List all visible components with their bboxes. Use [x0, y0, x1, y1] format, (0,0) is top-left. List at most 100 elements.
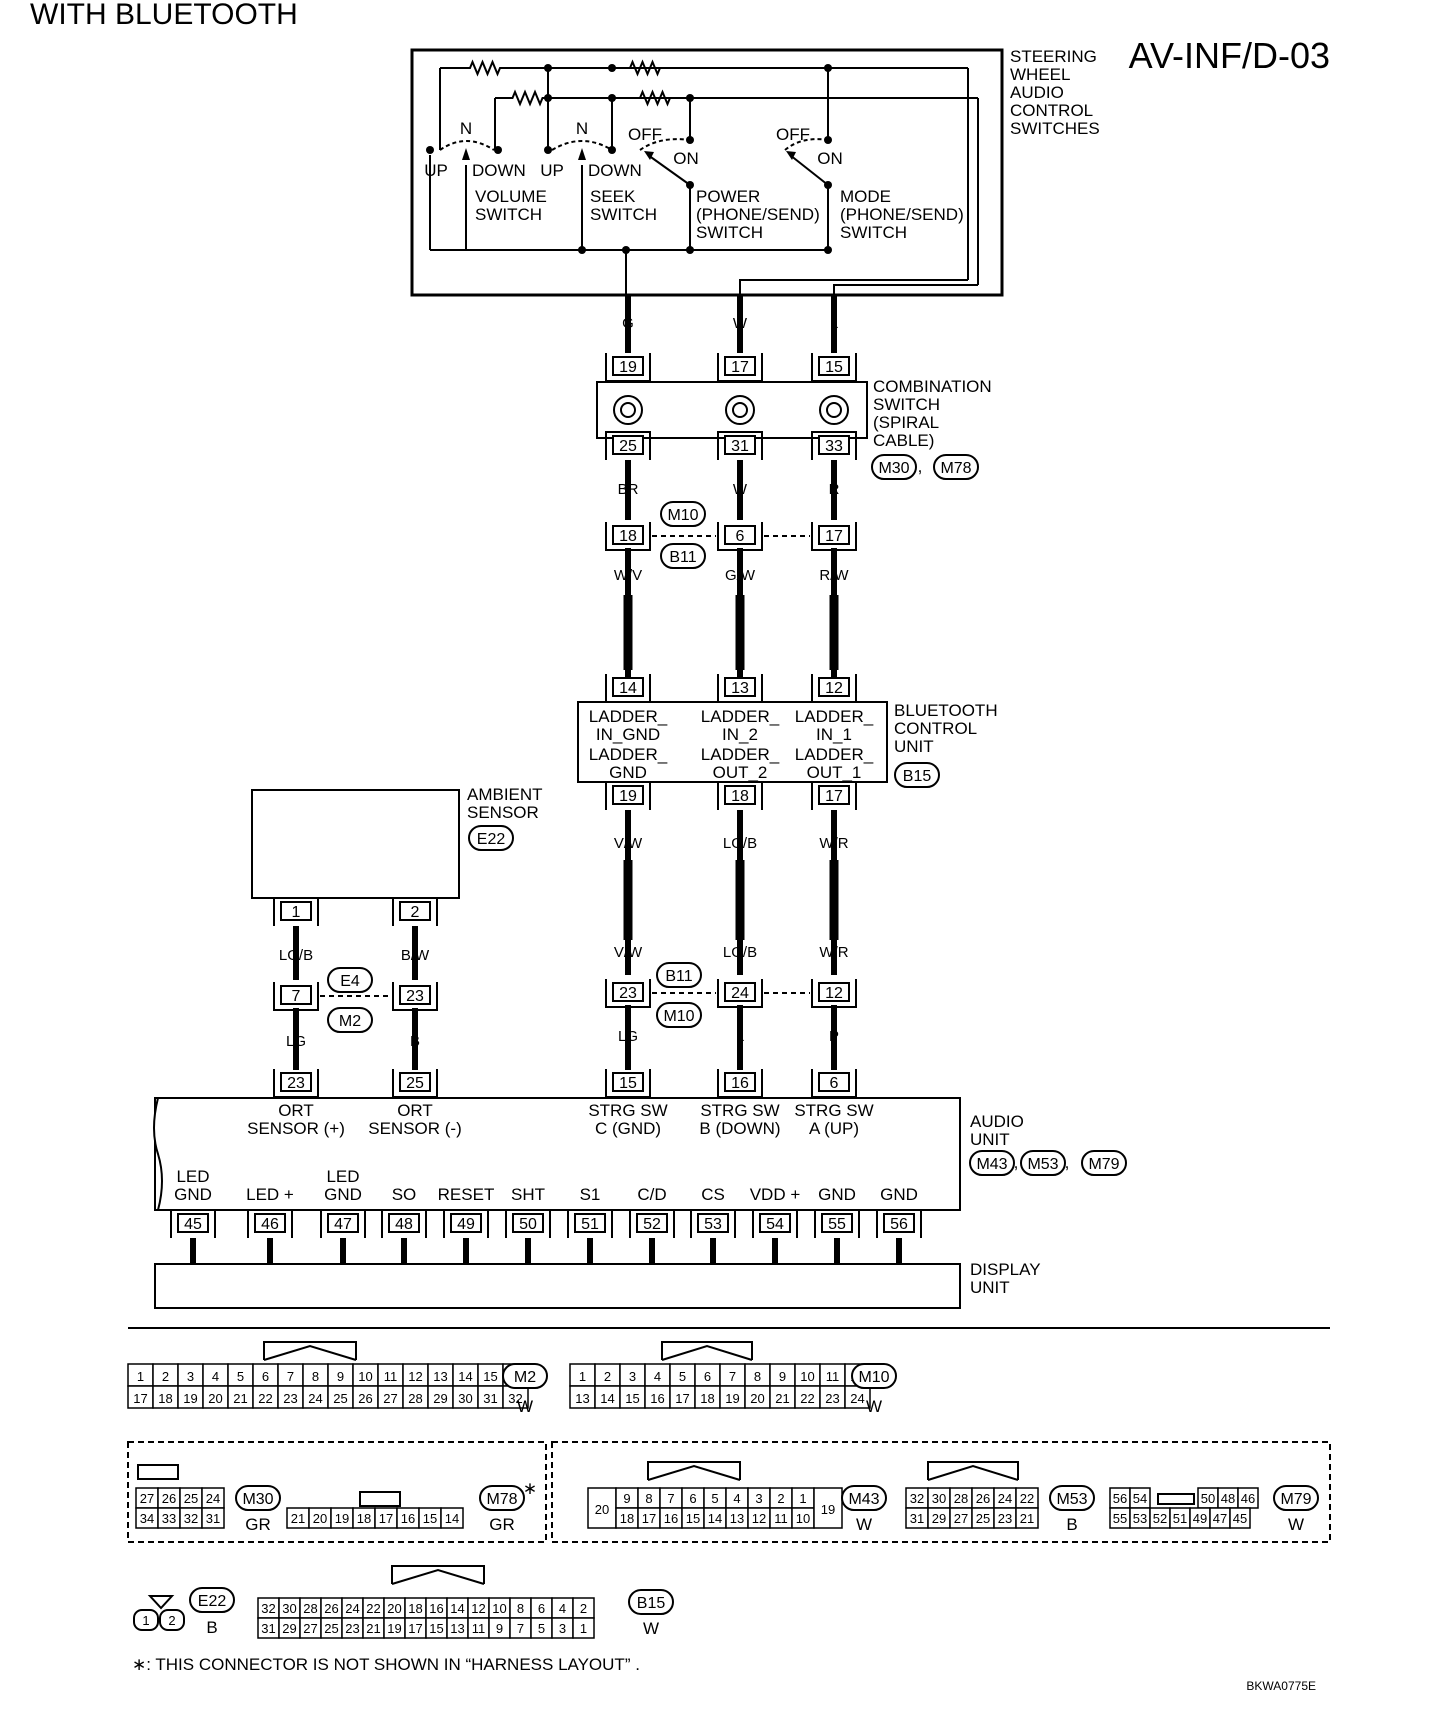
connector-group-frame [551, 1441, 1331, 1543]
connector-id-badge [933, 454, 979, 480]
bluetooth-pin-label: LADDER_ [701, 745, 780, 764]
wire-color: V/W [614, 835, 643, 852]
power-switch-arc [639, 138, 691, 151]
footnote: ∗: THIS CONNECTOR IS NOT SHOWN IN “HARNE… [132, 1655, 640, 1674]
pin-box [612, 785, 644, 805]
connector-color: B [1066, 1515, 1077, 1534]
connector-id: M79 [1280, 1491, 1311, 1508]
cavity-number: 9 [337, 1369, 344, 1384]
volume-switch-arrow [462, 148, 470, 160]
terminal-bracket [392, 897, 438, 926]
cavity-number: 19 [387, 1621, 401, 1636]
wire-color: W/R [819, 944, 848, 961]
connector-id: E22 [477, 831, 506, 848]
cavity-number: 2 [604, 1369, 611, 1384]
cavity-number: 3 [559, 1621, 566, 1636]
seek-switch-arc [551, 140, 613, 151]
bluetooth-pin-label: IN_1 [816, 725, 852, 744]
audio-pin-label: SHT [511, 1185, 545, 1204]
connector-id-badge [841, 1485, 887, 1511]
footnote-star: ∗ [523, 1479, 537, 1498]
pin-box [280, 901, 312, 921]
mode-switch-arc [784, 138, 829, 151]
connector-cavity [1015, 1507, 1039, 1529]
cavity-number: 5 [711, 1491, 718, 1506]
cavity-number: 27 [954, 1511, 968, 1526]
connector-id-badge [1081, 1150, 1127, 1176]
cavity-number: 2 [162, 1369, 169, 1384]
pin-box [450, 1213, 482, 1233]
resistor [495, 89, 560, 107]
pin-number: 48 [395, 1216, 413, 1233]
seek-down-label: DOWN [588, 161, 642, 180]
audio-pin-label: STRG SW [794, 1101, 873, 1120]
connector-latch [927, 1464, 1019, 1481]
pin-number: 19 [619, 788, 637, 805]
cavity-number: 7 [729, 1369, 736, 1384]
cavity-number: 15 [686, 1511, 700, 1526]
wire-color: W [733, 315, 748, 332]
seek-n-label: N [576, 119, 588, 138]
cavity-number: 24 [850, 1391, 864, 1406]
connector-id-badge [235, 1485, 281, 1511]
cavity-number: 19 [335, 1511, 349, 1526]
wire-color: L [830, 315, 838, 332]
pin-number: 6 [736, 528, 745, 545]
bluetooth-pin-label: GND [609, 763, 647, 782]
seek-switch-arrow [578, 148, 586, 160]
audio-pin-label: C (GND) [595, 1119, 661, 1138]
cavity-number: 19 [821, 1502, 835, 1517]
cavity-number: 26 [976, 1491, 990, 1506]
cavity-number: 6 [262, 1369, 269, 1384]
pin-number: 55 [828, 1216, 846, 1233]
mode-switch-arrow [786, 151, 796, 160]
terminal-bracket [717, 781, 763, 810]
bluetooth-title: BLUETOOTH [894, 701, 998, 720]
terminal-bracket [605, 1069, 651, 1098]
pin-number: 12 [825, 985, 843, 1002]
connector-id-badge [479, 1485, 525, 1511]
connector-id: M78 [940, 460, 971, 477]
junction-dot [824, 246, 832, 254]
volume-switch-name: VOLUME [475, 187, 547, 206]
connector-color: W [866, 1397, 882, 1416]
cavity-number: 32 [508, 1391, 522, 1406]
cavity-number: 10 [800, 1369, 814, 1384]
audio-pin-label: LED [176, 1167, 209, 1186]
terminal-bracket [320, 1209, 366, 1238]
connector-id: M10 [667, 507, 698, 524]
connector-cavity [201, 1507, 225, 1529]
wire-color: LG/B [723, 835, 757, 852]
cavity-number: 14 [450, 1601, 464, 1616]
connector-color: GR [245, 1515, 271, 1534]
connector-latch [647, 1461, 741, 1480]
volume-n-label: N [460, 119, 472, 138]
terminal-bracket [811, 431, 857, 460]
connector-cavity [587, 1487, 617, 1529]
cavity-number: 20 [750, 1391, 764, 1406]
cavity-number: 32 [184, 1511, 198, 1526]
audio-pin-label: RESET [438, 1185, 495, 1204]
audio-pin-label: S1 [580, 1185, 601, 1204]
terminal-bracket [605, 353, 651, 382]
cavity-number: 15 [423, 1511, 437, 1526]
wire-color: LG [286, 1033, 306, 1050]
pin-box [399, 1072, 431, 1092]
connector-id: M30 [878, 460, 909, 477]
cavity-number: 49 [1193, 1511, 1207, 1526]
cavity-number: 24 [345, 1601, 359, 1616]
terminal-bracket [392, 1069, 438, 1098]
spiral-cable-icon [732, 402, 748, 418]
terminal-bracket [752, 1209, 798, 1238]
cavity-number: 17 [642, 1511, 656, 1526]
connector-id-badge [327, 1007, 373, 1033]
cavity-number: 6 [704, 1369, 711, 1384]
power-switch-arrow [644, 151, 654, 160]
cavity-number: 9 [779, 1369, 786, 1384]
cavity-number: 19 [725, 1391, 739, 1406]
pin-box [818, 356, 850, 376]
connector-id-badge [189, 1587, 235, 1613]
cavity-number: 54 [1133, 1491, 1147, 1506]
wire-line [739, 279, 968, 295]
